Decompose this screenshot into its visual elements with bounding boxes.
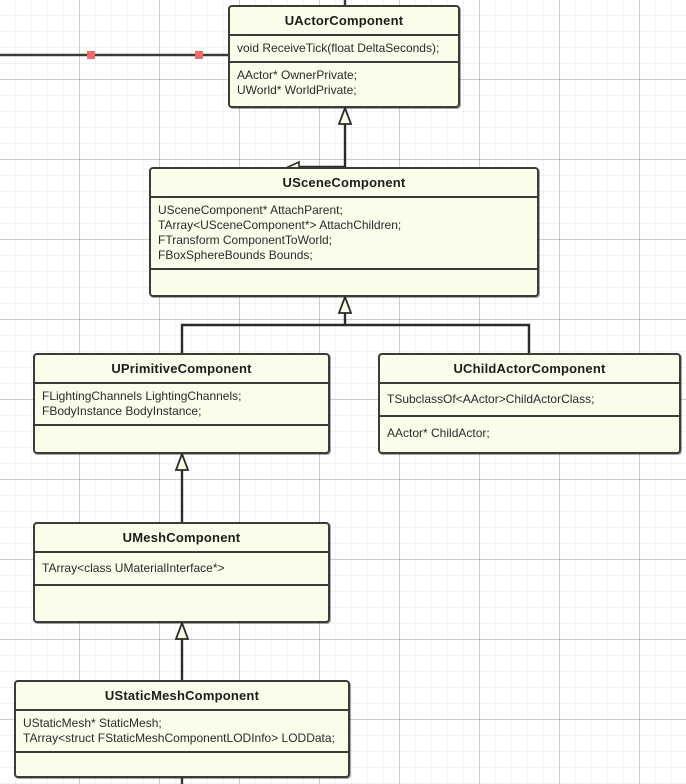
class-title: UActorComponent: [284, 13, 404, 28]
class-attributes: AActor* OwnerPrivate; UWorld* WorldPriva…: [237, 68, 358, 97]
class-operations: void ReceiveTick(float DeltaSeconds);: [237, 41, 440, 55]
compartment-divider: [35, 551, 328, 553]
connector-waypoint-handle[interactable]: [87, 51, 95, 59]
connector-generalization-mesh: [174, 451, 190, 522]
compartment-divider: [230, 61, 458, 63]
class-attributes: TArray<class UMaterialInterface*>: [42, 561, 225, 575]
class-title: UChildActorComponent: [453, 361, 606, 376]
compartment-divider: [151, 268, 537, 270]
class-attributes: USceneComponent* AttachParent; TArray<US…: [158, 203, 402, 262]
class-title: USceneComponent: [282, 175, 406, 190]
compartment-divider: [380, 382, 679, 384]
class-operations: AActor* ChildActor;: [387, 426, 490, 440]
class-box-uchildactorcomponent[interactable]: UChildActorComponent TSubclassOf<AActor>…: [378, 353, 681, 454]
class-attributes: FLightingChannels LightingChannels; FBod…: [42, 389, 242, 418]
compartment-divider: [230, 34, 458, 36]
class-box-uprimitivecomponent[interactable]: UPrimitiveComponent FLightingChannels Li…: [33, 353, 330, 454]
class-attributes: TSubclassOf<AActor>ChildActorClass;: [387, 392, 595, 406]
class-attributes: UStaticMesh* StaticMesh; TArray<struct F…: [23, 716, 335, 745]
compartment-divider: [380, 415, 679, 417]
class-box-uactorcomponent[interactable]: UActorComponent void ReceiveTick(float D…: [228, 5, 460, 108]
class-box-ustaticmeshcomponent[interactable]: UStaticMeshComponent UStaticMesh* Static…: [14, 680, 350, 778]
class-box-umeshcomponent[interactable]: UMeshComponent TArray<class UMaterialInt…: [33, 522, 330, 623]
class-title: UMeshComponent: [122, 530, 241, 545]
connector-generalization-staticmesh: [174, 620, 190, 680]
compartment-divider: [35, 382, 328, 384]
connector-generalization-scene-children: [180, 294, 531, 355]
class-title: UPrimitiveComponent: [111, 361, 252, 376]
connector-waypoint-handle[interactable]: [195, 51, 203, 59]
connector-generalization-scene: [337, 105, 353, 167]
compartment-divider: [35, 424, 328, 426]
compartment-divider: [16, 709, 348, 711]
class-box-uscenecomponent[interactable]: USceneComponent USceneComponent* AttachP…: [149, 167, 539, 297]
compartment-divider: [151, 196, 537, 198]
class-title: UStaticMeshComponent: [104, 688, 260, 703]
compartment-divider: [16, 751, 348, 753]
compartment-divider: [35, 584, 328, 586]
